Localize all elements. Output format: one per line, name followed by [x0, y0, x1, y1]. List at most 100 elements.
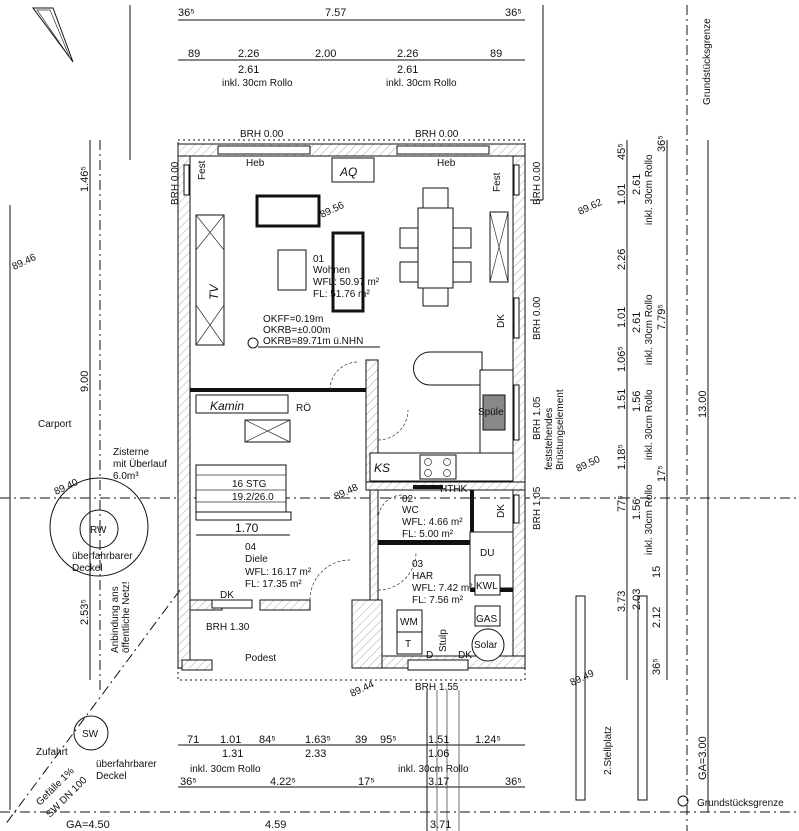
- plan-label: 89: [490, 48, 502, 60]
- fixed-element-label: Brüstungselement: [555, 389, 566, 470]
- sill-height-label: BRH 0.00: [532, 161, 543, 205]
- plan-label: 36⁵: [505, 7, 522, 19]
- plan-label: WFL: 50.97 m²: [313, 277, 380, 288]
- plan-label: 36⁵: [505, 776, 522, 788]
- plan-label: OKFF=0.19m: [263, 314, 323, 325]
- plan-label: WFL: 7.42 m²: [412, 583, 473, 594]
- sink-label: Spüle: [478, 407, 504, 418]
- stair-width-label: 1.70: [235, 521, 259, 535]
- plan-label: 15: [651, 566, 663, 578]
- window-type-label: DK: [458, 650, 472, 661]
- plan-label: FL: 7.56 m²: [412, 595, 464, 606]
- plan-label: 2.33: [305, 748, 326, 760]
- plan-label: 84⁵: [259, 734, 276, 746]
- window-type-label: Heb: [437, 158, 456, 169]
- window-type-label: Stulp: [438, 629, 449, 652]
- plan-label: Zufahrt: [36, 747, 68, 758]
- plan-label: RW: [90, 525, 107, 536]
- top-dimensions: 36⁵ 7.57 36⁵ 89 2.26 2.00 2.26 89 2.61 2…: [178, 7, 525, 89]
- bottom-dimensions: 71 1.01 84⁵ 1.63⁵ 39 95⁵ 1.51 1.24⁵ 1.31…: [66, 690, 525, 831]
- fireplace-label: Kamin: [210, 399, 244, 413]
- plan-label: 89.56: [319, 200, 347, 221]
- plan-label: 89.40: [53, 477, 81, 498]
- sill-height-label: BRH 1.05: [532, 486, 543, 530]
- radiator-label: HTHK: [440, 484, 468, 495]
- plan-label: 2.26: [238, 48, 259, 60]
- plan-label: 1.31: [222, 748, 243, 760]
- plan-label: 17⁵: [358, 776, 375, 788]
- plan-label: HAR: [412, 571, 433, 582]
- plan-label: 39: [355, 734, 367, 746]
- plan-label: inkl. 30cm Rollo: [644, 389, 655, 460]
- solar-label: Solar: [474, 640, 498, 651]
- plan-label: 02: [402, 494, 414, 505]
- plan-label: inkl. 30cm Rollo: [644, 484, 655, 555]
- plan-label: 89: [188, 48, 200, 60]
- carport-label: Carport: [38, 419, 72, 430]
- plan-label: 9.00: [79, 371, 91, 392]
- plan-label: 1.51: [616, 389, 628, 410]
- plan-label: 1.46⁵: [79, 166, 91, 192]
- plan-label: inkl. 30cm Rollo: [398, 764, 469, 775]
- window-type-label: DK: [220, 590, 234, 601]
- sill-height-label: BRH 1.30: [206, 622, 250, 633]
- plan-label: FL: 5.00 m²: [402, 529, 454, 540]
- window-type-label: Fest: [492, 172, 503, 192]
- plan-label: 2.26: [397, 48, 418, 60]
- plan-label: 3.17: [428, 776, 449, 788]
- plan-label: GA=4.50: [66, 819, 110, 831]
- property-line-label: Grundstücksgrenze: [697, 798, 784, 809]
- plan-label: 04: [245, 542, 257, 553]
- plan-label: 95⁵: [380, 734, 397, 746]
- plan-label: 89.62: [577, 197, 605, 218]
- plan-label: 1.01: [616, 184, 628, 205]
- plan-label: 2.Stellplatz: [603, 726, 614, 775]
- plan-label: 13.00: [697, 390, 709, 418]
- plan-label: 1.24⁵: [475, 734, 501, 746]
- plan-label: Deckel: [72, 563, 103, 574]
- stair-label: 16 STG: [232, 479, 267, 490]
- furniture: AQ TV Spüle KS Kamin RÖ HTHK DU KWL GAS: [195, 157, 514, 662]
- level-info: OKFF=0.19m OKRB=±0.00m OKRB=89.71m ü.NHN: [247, 314, 380, 349]
- sill-height-label: BRH 0.00: [415, 129, 459, 140]
- plan-label: 2.26: [616, 249, 628, 270]
- fixed-element-label: feststehendes: [544, 408, 555, 470]
- window-type-label: Heb: [246, 158, 265, 169]
- plan-label: 89.44: [349, 679, 377, 700]
- window-type-label: D: [426, 650, 433, 661]
- dryer-label: T: [405, 639, 411, 650]
- room-diele: 04 Diele WFL: 16.17 m² FL: 17.35 m²: [245, 542, 312, 590]
- plan-label: OKRB=±0.00m: [263, 325, 330, 336]
- fridge-label: KS: [374, 461, 390, 475]
- washer-label: WM: [400, 617, 418, 628]
- sill-height-label: BRH 0.00: [170, 161, 181, 205]
- sill-height-label: BRH 0.00: [532, 296, 543, 340]
- cistern: Zisterne mit Überlauf 6.0m³ RW überfahrb…: [49, 447, 167, 577]
- plan-label: Deckel: [96, 771, 127, 782]
- plan-label: 1.01: [616, 307, 628, 328]
- right-dimensions: 45⁵ 1.01 2.26 1.01 1.06⁵ 1.51 1.18⁵ 77⁵ …: [616, 135, 709, 812]
- sill-height-label: BRH 1.55: [415, 682, 459, 693]
- plan-label: 89.50: [575, 454, 603, 475]
- plan-label: WFL: 4.66 m²: [402, 517, 463, 528]
- aquarium-label: AQ: [339, 165, 357, 179]
- plan-label: OKRB=89.71m ü.NHN: [263, 336, 363, 347]
- window-type-label: DK: [496, 504, 507, 518]
- plan-label: 2.61: [631, 174, 643, 195]
- stair-ratio-label: 19.2/26.0: [232, 492, 274, 503]
- plan-label: 1.63⁵: [305, 734, 331, 746]
- plan-label: 1.51: [428, 734, 449, 746]
- plan-label: inkl. 30cm Rollo: [644, 294, 655, 365]
- plan-label: 4.59: [265, 819, 286, 831]
- room-podest: Podest: [245, 653, 276, 664]
- windows: [183, 145, 520, 671]
- plan-label: 89.46: [11, 252, 39, 273]
- plan-label: 3.73: [616, 591, 628, 612]
- property-line-label: Grundstücksgrenze: [702, 18, 713, 105]
- plan-label: überfahrbarer: [72, 551, 133, 562]
- room-har: 03 HAR WFL: 7.42 m² FL: 7.56 m²: [412, 559, 473, 606]
- window-type-label: DK: [496, 314, 507, 328]
- tv-label: TV: [207, 284, 221, 300]
- plan-label: 7.57: [325, 7, 346, 19]
